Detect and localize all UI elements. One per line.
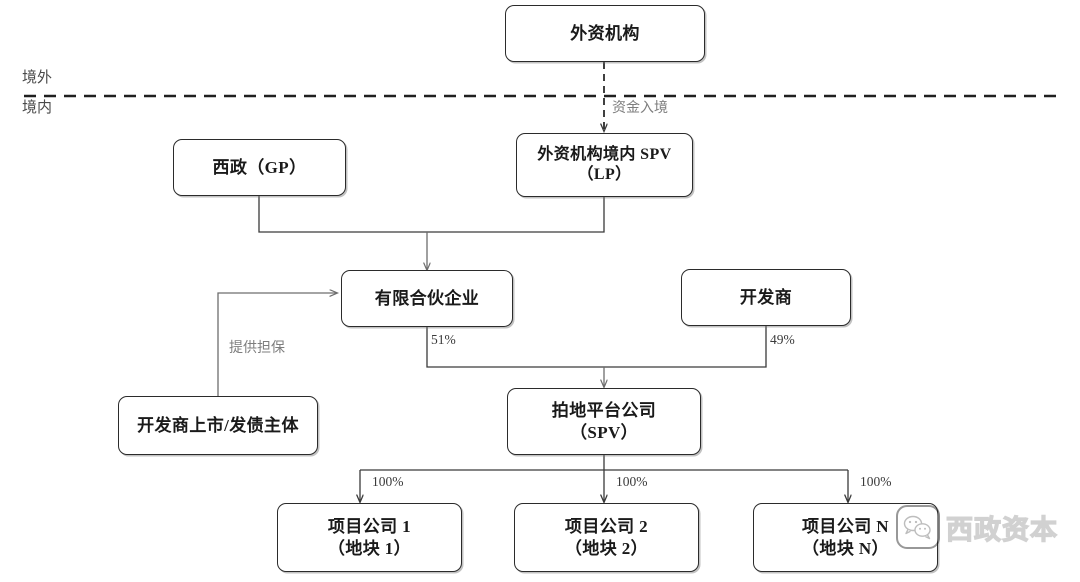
edge-label-provide-guarantee: 提供担保 [229, 341, 285, 356]
node-land-platform-company-label-2: （SPV） [569, 422, 639, 442]
node-domestic-spv[interactable]: 外资机构境内 SPV （LP） [516, 133, 693, 197]
node-foreign-institution[interactable]: 外资机构 [505, 5, 705, 62]
node-project-company-2-label-2: （地块 2） [564, 538, 649, 558]
node-limited-partnership-label: 有限合伙企业 [374, 288, 480, 308]
edge-label-stake-100-a: 100% [372, 474, 404, 489]
zone-label-overseas: 境外 [22, 70, 53, 86]
node-project-company-2[interactable]: 项目公司 2 （地块 2） [514, 503, 699, 572]
zone-label-domestic: 境内 [22, 100, 53, 116]
edge-gp-to-partnership [258, 196, 427, 233]
node-limited-partnership[interactable]: 有限合伙企业 [341, 270, 513, 327]
node-domestic-spv-label-1: 外资机构境内 SPV [537, 145, 672, 163]
node-project-company-2-label-1: 项目公司 2 [564, 516, 649, 536]
node-xizheng-gp[interactable]: 西政（GP） [173, 139, 346, 196]
edge-platform-bus [360, 455, 848, 471]
node-project-company-1-label-2: （地块 1） [327, 538, 412, 558]
node-project-company-n-label-2: （地块 N） [802, 538, 889, 558]
watermark-text: 西政资本 [945, 514, 1058, 545]
node-project-company-1[interactable]: 项目公司 1 （地块 1） [277, 503, 462, 572]
edge-label-stake-51: 51% [431, 332, 456, 347]
node-domestic-spv-label-2: （LP） [577, 166, 632, 183]
node-foreign-institution-label: 外资机构 [570, 23, 640, 43]
node-developer-listed-entity-label: 开发商上市/发债主体 [137, 415, 299, 435]
edge-partnership-51-to-platform [426, 327, 604, 368]
edge-label-funds-inbound: 资金入境 [612, 101, 668, 116]
edge-label-stake-49: 49% [770, 332, 795, 347]
node-land-platform-company-label-1: 拍地平台公司 [551, 400, 657, 420]
node-project-company-n[interactable]: 项目公司 N （地块 N） [753, 503, 938, 572]
node-developer-label: 开发商 [739, 287, 793, 307]
node-developer[interactable]: 开发商 [681, 269, 851, 326]
watermark: 西政资本 [896, 505, 1058, 549]
node-land-platform-company[interactable]: 拍地平台公司 （SPV） [507, 388, 701, 455]
edge-developer-49-to-platform [604, 326, 767, 368]
edge-lp-to-partnership [427, 197, 605, 233]
edge-guarantee [217, 293, 337, 396]
node-developer-listed-entity[interactable]: 开发商上市/发债主体 [118, 396, 318, 455]
wechat-icon-glyph [903, 515, 931, 540]
edge-label-stake-100-c: 100% [860, 474, 892, 489]
node-project-company-n-label-1: 项目公司 N [802, 516, 889, 536]
node-xizheng-gp-label: 西政（GP） [212, 157, 307, 177]
wechat-icon [896, 505, 940, 549]
edge-label-stake-100-b: 100% [616, 474, 648, 489]
node-project-company-1-label-1: 项目公司 1 [327, 516, 412, 536]
